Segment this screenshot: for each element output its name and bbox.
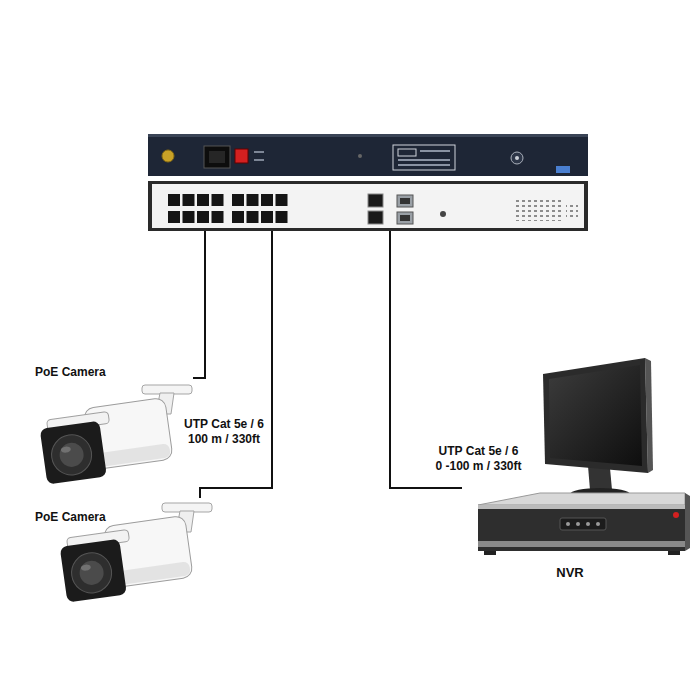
label-line bbox=[398, 164, 450, 166]
label-line bbox=[420, 150, 450, 152]
led-panel bbox=[515, 197, 563, 221]
nvr-top bbox=[478, 493, 685, 505]
monitor-neck bbox=[588, 466, 612, 490]
monitor-frame bbox=[543, 358, 648, 473]
warning-label bbox=[393, 145, 455, 170]
nvr-button bbox=[596, 522, 600, 526]
sfp-port bbox=[397, 212, 413, 224]
warning-sign bbox=[398, 149, 416, 156]
switch-node bbox=[150, 181, 586, 231]
sfp-slot bbox=[400, 198, 410, 204]
nvr-side bbox=[685, 493, 690, 551]
nvr-led bbox=[673, 512, 679, 518]
cable-spec: UTP Cat 5e / 6 100 m / 330ft bbox=[182, 417, 266, 447]
uplink-port bbox=[368, 194, 383, 207]
switch-front-panel bbox=[152, 184, 584, 228]
uplink-port bbox=[368, 211, 383, 224]
camera-node: PoE Camera bbox=[28, 498, 218, 616]
node-label: NVR bbox=[556, 566, 583, 581]
reset-hole bbox=[440, 211, 446, 217]
nvr-button-panel bbox=[560, 518, 606, 530]
power-inlet bbox=[204, 146, 230, 168]
cable-line bbox=[200, 231, 272, 498]
camera-figure-1 bbox=[38, 385, 192, 485]
inlet-socket bbox=[209, 151, 225, 163]
led-panel bbox=[566, 204, 578, 220]
sfp-port bbox=[397, 195, 413, 207]
knob bbox=[511, 152, 523, 164]
camera-node: PoE Camera bbox=[28, 364, 193, 492]
nvr-foot bbox=[484, 551, 496, 555]
ground-screw bbox=[162, 150, 174, 162]
nvr-foot bbox=[668, 551, 680, 555]
panel-marking bbox=[254, 151, 264, 153]
label-line bbox=[398, 159, 450, 161]
nvr-button bbox=[586, 522, 590, 526]
cable-spec: UTP Cat 5e / 6 0 -100 m / 330ft bbox=[433, 444, 524, 474]
knob-center bbox=[515, 156, 519, 160]
port-group-2 bbox=[232, 194, 288, 223]
power-switch bbox=[235, 149, 248, 163]
nvr-button bbox=[566, 522, 570, 526]
panel-highlight bbox=[148, 134, 588, 137]
screw bbox=[358, 154, 362, 158]
nvr-button bbox=[576, 522, 580, 526]
nvr-trim bbox=[478, 541, 685, 547]
switch-back-panel bbox=[148, 134, 588, 176]
switch-front-frame bbox=[148, 181, 588, 231]
node-label: PoE Camera bbox=[35, 366, 106, 380]
cable-line bbox=[193, 231, 205, 378]
nvr-front bbox=[478, 505, 685, 551]
monitor-screen bbox=[549, 365, 642, 466]
nvr-trim bbox=[478, 505, 685, 509]
port-group-1 bbox=[168, 194, 224, 223]
node-label: PoE Camera bbox=[35, 511, 106, 525]
sfp-slot bbox=[400, 215, 410, 221]
panel-marking bbox=[254, 159, 264, 161]
blue-tag bbox=[556, 166, 570, 173]
